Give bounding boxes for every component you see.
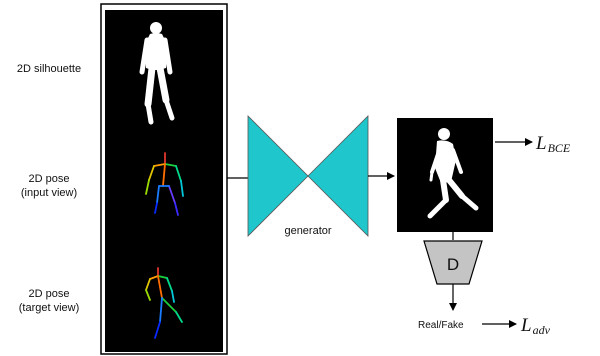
silhouette-label-text: 2D silhouette	[16, 63, 82, 75]
real-fake-label: Real/Fake	[418, 320, 464, 331]
pose-input-label: 2D pose (input view)	[0, 172, 98, 200]
discriminator-label: D	[447, 255, 459, 274]
bce-loss-label: LBCE	[535, 133, 571, 155]
pose-input-skeleton	[145, 152, 184, 216]
silhouette-label: 2D silhouette	[0, 62, 98, 76]
generator-encoder-shape	[247, 115, 309, 237]
pose-target-label: 2D pose (target view)	[0, 287, 98, 315]
pose-target-skeleton	[145, 267, 183, 339]
generator-label: generator	[284, 225, 331, 237]
pose-input-label-line1: 2D pose	[28, 173, 70, 185]
pose-input-label-line2: (input view)	[20, 187, 78, 199]
pose-target-label-line2: (target view)	[18, 302, 80, 314]
pose-target-label-line1: 2D pose	[28, 288, 70, 300]
generated-silhouette-image	[397, 118, 493, 232]
input-stack	[100, 3, 228, 355]
discriminator-block: D	[423, 240, 483, 285]
discriminator-shape	[423, 240, 483, 285]
silhouette-image	[139, 22, 175, 125]
bce-loss-symbol: L	[535, 133, 547, 154]
bce-loss-subscript: BCE	[548, 141, 571, 155]
adv-loss-subscript: adv	[533, 323, 551, 337]
generator-decoder-shape	[307, 115, 369, 237]
generator-block	[247, 115, 369, 237]
adv-loss-symbol: L	[520, 315, 532, 336]
adv-loss-label: Ladv	[520, 315, 551, 337]
